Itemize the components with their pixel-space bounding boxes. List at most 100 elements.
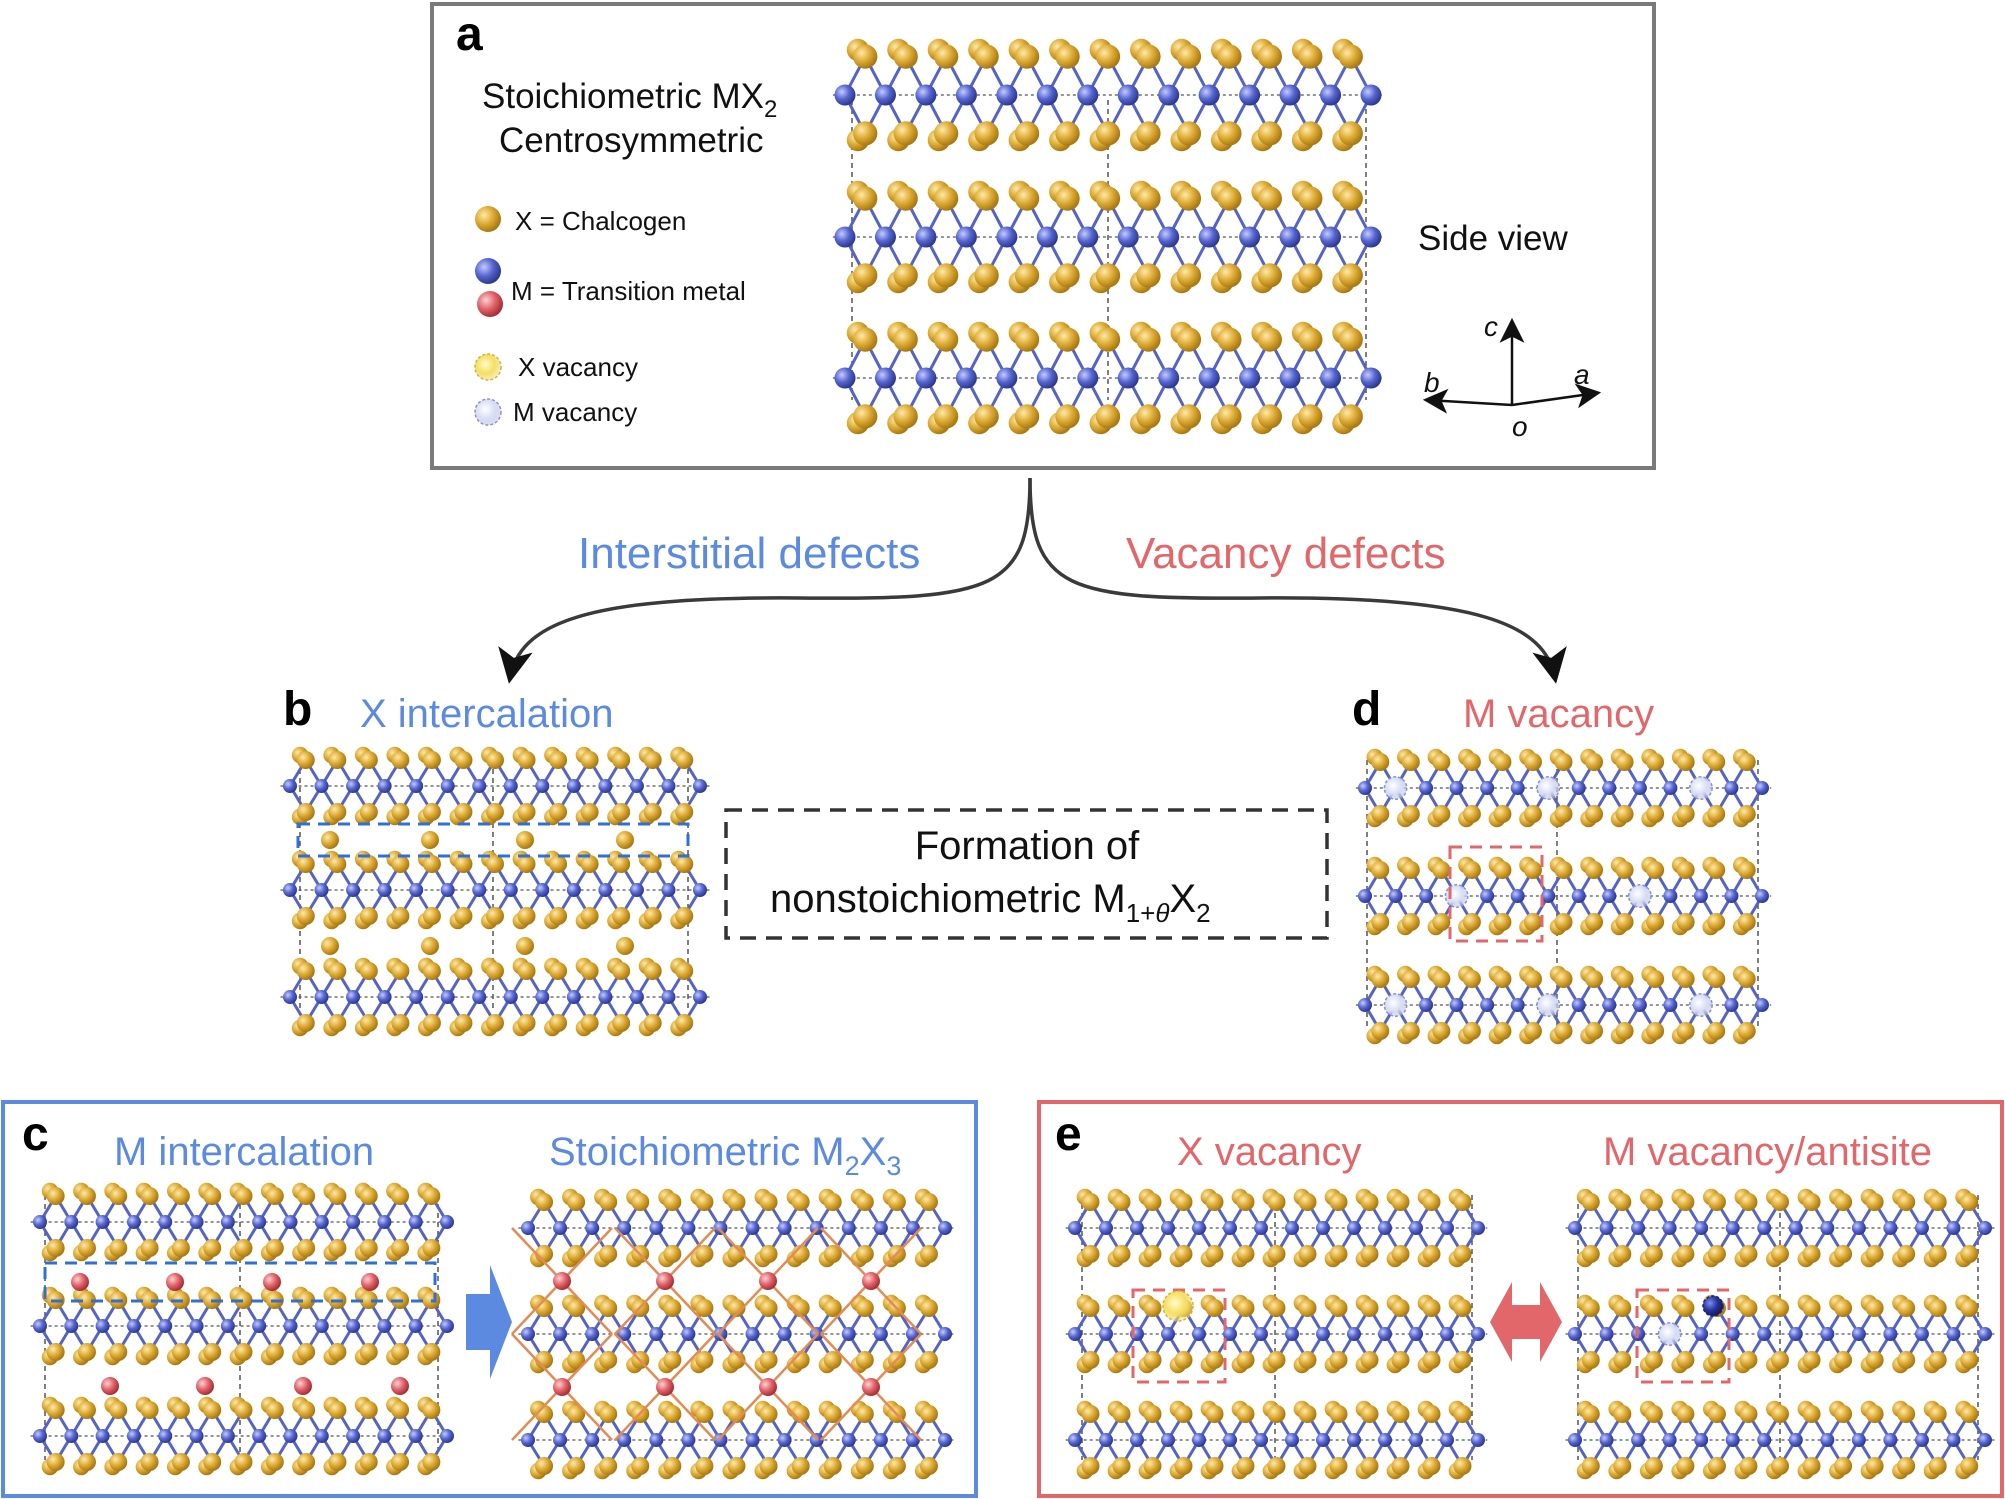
metal-atom [1724,781,1739,795]
metal-atom [1694,1433,1709,1447]
chalcogen-atom [265,1187,284,1205]
metal-atom [938,1327,952,1341]
metal-atom [1914,1327,1929,1341]
chalcogen-atom [1371,913,1390,931]
chalcogen-atom [1267,1405,1286,1423]
chalcogen-atom [1960,1351,1979,1369]
intercalated-metal-atom [71,1273,89,1291]
metal-vacancy [1383,993,1408,1017]
chalcogen-atom [1136,263,1161,288]
chalcogen-atom [1014,404,1040,429]
metal-atom [1409,1327,1423,1341]
metal-atom [649,1327,664,1341]
panel-a-frame [430,2,1656,470]
chalcogen-atom [297,1453,316,1471]
metal-atom [1978,1327,1992,1341]
metal-atom [1599,1327,1614,1341]
metal-atom [1662,1221,1677,1235]
chalcogen-atom [1391,1193,1410,1211]
chalcogen-atom [265,1453,284,1471]
chalcogen-atom [1298,1351,1317,1369]
metal-atom [1223,1327,1237,1341]
metal-atom [1239,84,1261,106]
chalcogen-atom [791,1457,810,1475]
chalcogen-atom [580,855,599,873]
chalcogen-atom [1865,1457,1884,1475]
legend: X = Chalcogen M = Transition metal X vac… [474,206,746,427]
metal-atom [834,84,856,106]
chalcogen-atom [1391,1299,1410,1317]
chalcogen-atom [486,1014,504,1032]
chalcogen-atom [727,1405,746,1423]
chalcogen-atom [1338,121,1363,146]
chalcogen-atom [1055,327,1080,352]
chalcogen-atom [1676,1351,1695,1369]
chalcogen-atom [549,962,568,980]
metal-atom [346,1429,361,1443]
mx2-layer [1065,1188,1488,1268]
chalcogen-atom [1585,753,1604,771]
chalcogen-atom [1432,753,1451,771]
chalcogen-atom [517,855,536,873]
panel-c-title-right: Stoichiometric M2X3 [549,1130,901,1181]
chalcogen-atom [1432,970,1451,988]
chalcogen-atom [1298,404,1323,429]
chalcogen-atom [1834,1245,1853,1263]
chalcogen-atom [599,1193,618,1211]
metal-atom [472,990,487,1004]
chalcogen-atom [567,1299,586,1317]
chalcogen-atom [853,121,878,146]
chalcogen-atom [1585,913,1604,931]
metal-atom [314,1319,329,1333]
metal-atom [938,1221,952,1235]
metal-atom [252,1429,267,1443]
chalcogen-atom [359,962,378,980]
metal-atom [874,84,896,106]
chalcogen-atom [1401,805,1420,823]
chalcogen-atom [359,1239,378,1257]
metal-atom [472,779,487,793]
metal-atom [841,1221,856,1235]
chalcogen-atom [1298,1405,1317,1423]
intercalated-metal-atom [759,1272,777,1290]
chalcogen-atom [1707,1457,1726,1475]
chalcogen-atom [919,1245,938,1263]
metal-atom [1192,1433,1206,1447]
chalcogen-atom [265,1239,284,1257]
chalcogen-atom [391,803,410,821]
chalcogen-atom [919,1457,938,1475]
chalcogen-atom [296,1014,315,1032]
chalcogen-atom [535,1457,554,1475]
metal-atom [1358,781,1372,795]
chalcogen-atom [422,1343,441,1361]
chalcogen-atom [328,855,347,873]
chalcogen-atom [663,1351,682,1369]
metal-atom [873,1221,888,1235]
chalcogen-atom [140,1343,159,1361]
metal-atom [1198,84,1220,106]
chalcogen-atom [759,1193,778,1211]
chalcogen-atom [1707,1405,1726,1423]
metal-atom [777,1433,792,1447]
chalcogen-atom [1371,753,1390,771]
metal-atom [661,779,676,793]
metal-atom [1068,1221,1082,1235]
metal-atom [314,1429,329,1443]
chalcogen-atom [359,1401,378,1419]
chalcogen-atom [1236,1405,1255,1423]
intercalated-metal-atom [656,1272,674,1290]
metal-atom [1471,1221,1485,1235]
intercalated-metal-atom [294,1377,312,1395]
chalcogen-atom [1217,327,1242,352]
chalcogen-atom [974,44,999,69]
metal-atom [1820,1327,1835,1341]
chalcogen-atom [1081,1351,1100,1369]
metal-atom [915,226,937,248]
metal-atom [777,1327,792,1341]
chalcogen-atom [974,263,999,288]
chalcogen-atom [1174,1457,1193,1475]
metal-atom [33,1319,47,1333]
chalcogen-atom [1646,913,1665,931]
metal-atom [1409,1221,1423,1235]
metal-atom [1316,1221,1330,1235]
